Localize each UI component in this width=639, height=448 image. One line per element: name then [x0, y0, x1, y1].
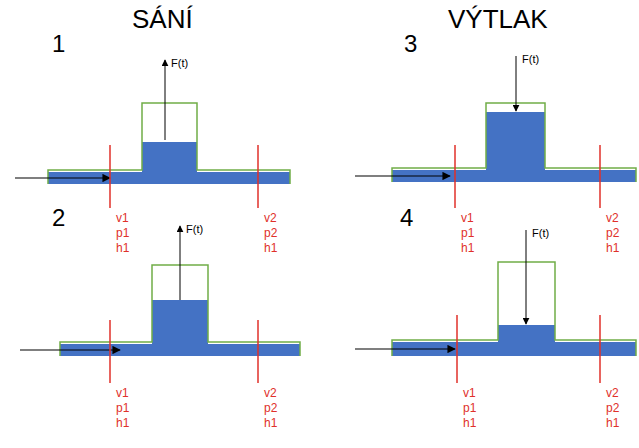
section-quantity: p1 — [116, 227, 129, 239]
section-quantity: h1 — [606, 417, 619, 429]
section-quantity: h1 — [606, 242, 619, 254]
section-quantity: p2 — [606, 402, 619, 414]
section-quantity: h1 — [116, 242, 129, 254]
section-quantity: v1 — [116, 387, 129, 399]
section-quantity: h1 — [461, 242, 474, 254]
section-quantity: p2 — [264, 402, 277, 414]
panel-discharge-3 — [355, 56, 636, 208]
section-quantity: p1 — [461, 227, 474, 239]
section-title: SÁNÍ — [132, 6, 193, 32]
panel-number: 2 — [52, 206, 65, 230]
section-quantity: p2 — [606, 227, 619, 239]
section-quantity: h1 — [264, 242, 277, 254]
section-quantity: v1 — [461, 212, 474, 224]
section-quantity: v2 — [264, 387, 277, 399]
section-quantity: v2 — [606, 387, 619, 399]
panel-number: 4 — [400, 206, 413, 230]
force-label: F(t) — [532, 228, 549, 239]
force-label: F(t) — [186, 224, 203, 235]
panel-discharge-4 — [355, 230, 636, 383]
section-quantity: v1 — [116, 212, 129, 224]
force-label: F(t) — [522, 54, 539, 65]
panel-suction-1 — [15, 60, 290, 208]
section-quantity: p1 — [116, 402, 129, 414]
section-quantity: h1 — [264, 417, 277, 429]
section-quantity: v1 — [463, 387, 476, 399]
section-quantity: p2 — [264, 227, 277, 239]
section-quantity: v2 — [606, 212, 619, 224]
section-quantity: h1 — [116, 417, 129, 429]
panel-suction-2 — [20, 226, 300, 383]
panel-number: 3 — [404, 32, 417, 56]
section-title: VÝTLAK — [448, 6, 548, 32]
section-quantity: h1 — [463, 417, 476, 429]
section-quantity: v2 — [264, 212, 277, 224]
section-quantity: p1 — [463, 402, 476, 414]
force-label: F(t) — [171, 58, 188, 69]
panel-number: 1 — [52, 32, 65, 56]
